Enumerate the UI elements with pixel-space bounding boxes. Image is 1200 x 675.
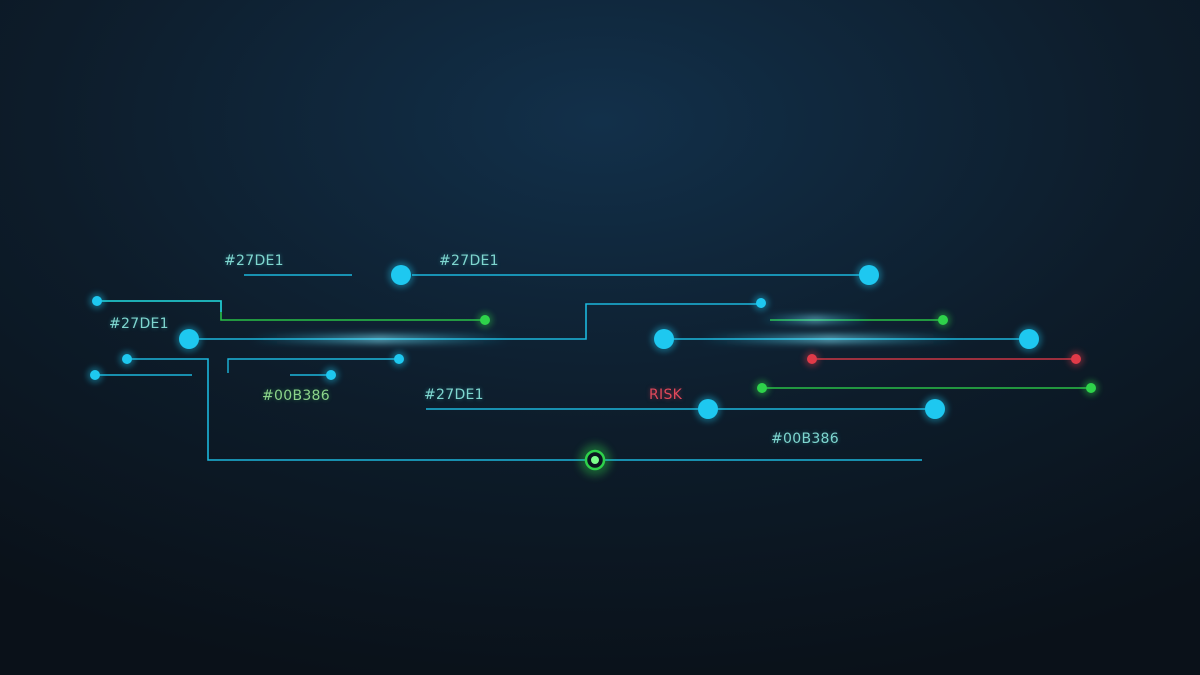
label-top-left: #27DE1 <box>224 253 284 269</box>
node-left-large <box>179 329 199 349</box>
node-bottom-ring-core <box>591 456 599 464</box>
label-center: #27DE1 <box>424 387 484 403</box>
label-left: #27DE1 <box>109 316 169 332</box>
node-top-left-large <box>391 265 411 285</box>
node-center-large <box>698 399 718 419</box>
label-top-middle: #27DE1 <box>439 253 499 269</box>
node-left-mid <box>122 354 132 364</box>
node-center-right-large <box>925 399 945 419</box>
node-right-green-end <box>938 315 948 325</box>
label-risk: RISK <box>649 387 683 403</box>
line-long-bottom <box>128 358 922 461</box>
nodes <box>87 262 1099 476</box>
line-short-branch <box>227 358 398 373</box>
node-green-lower-start <box>757 383 767 393</box>
node-mid-right-large <box>654 329 674 349</box>
node-far-right-large <box>1019 329 1039 349</box>
line-green-branch-head <box>98 300 222 312</box>
label-lower-left: #00B386 <box>262 388 330 404</box>
glow-right-green-bar <box>760 317 870 322</box>
line-glows <box>250 317 960 342</box>
label-lower-right: #00B386 <box>771 431 839 447</box>
node-branch-end <box>394 354 404 364</box>
node-top-right-large <box>859 265 879 285</box>
node-left-lower <box>90 370 100 380</box>
node-green-end <box>480 315 490 325</box>
glow-left-bar <box>250 336 510 342</box>
node-step-end <box>756 298 766 308</box>
node-red-end <box>1071 354 1081 364</box>
node-green-lower-end <box>1086 383 1096 393</box>
node-red-start <box>807 354 817 364</box>
glow-right-bar <box>700 336 960 342</box>
node-mid-stub-end <box>326 370 336 380</box>
node-left-upper <box>92 296 102 306</box>
